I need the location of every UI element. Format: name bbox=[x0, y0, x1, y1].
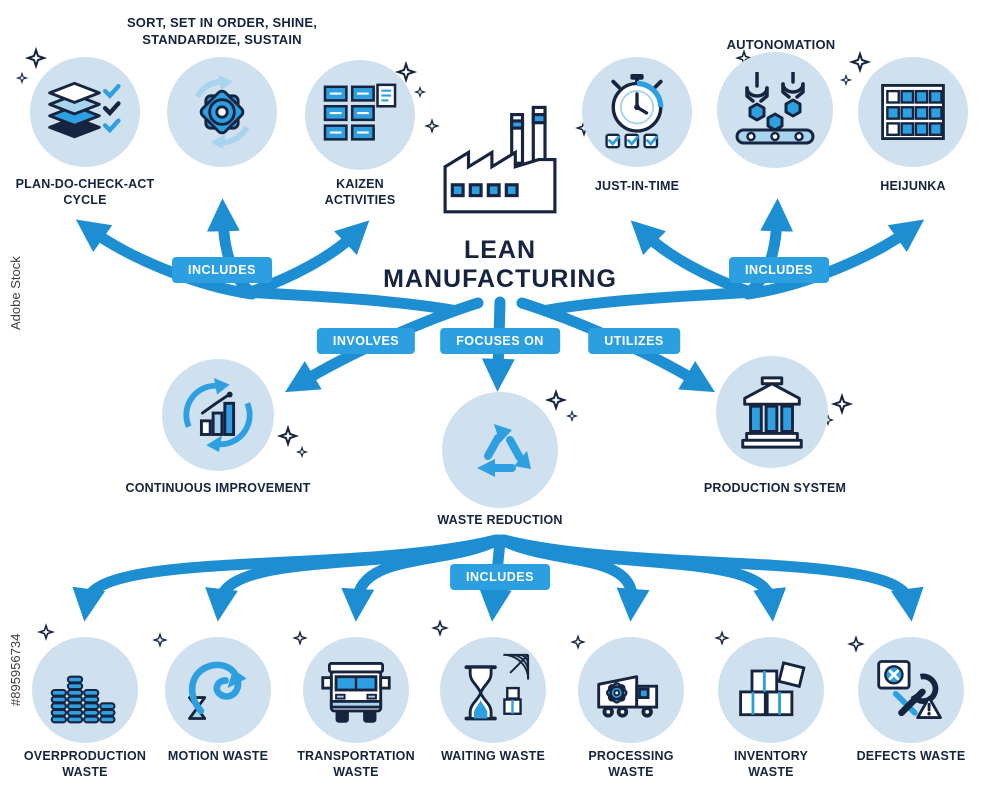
watermark-id: #895956734 bbox=[8, 633, 23, 706]
watermark-stock: Adobe Stock bbox=[8, 256, 23, 330]
continuous-improvement-node bbox=[162, 359, 274, 471]
boxes-icon bbox=[739, 661, 806, 717]
utilizes-badge: UTILIZES bbox=[588, 328, 680, 354]
production-system-label: PRODUCTION SYSTEM bbox=[703, 481, 847, 495]
stacked-goods-icon bbox=[50, 675, 116, 724]
includes-right-badge: INCLUDES bbox=[729, 257, 829, 283]
just-in-time-label: JUST-IN-TIME bbox=[594, 179, 680, 193]
diagram-title: LEAN MANUFACTURING bbox=[383, 236, 617, 293]
overproduction-label: OVERPRODUCTION WASTE bbox=[23, 749, 147, 780]
truck-icon bbox=[321, 661, 391, 723]
recycle-icon bbox=[477, 424, 531, 477]
processing-node bbox=[578, 637, 684, 743]
stopwatch-icon bbox=[605, 74, 664, 149]
processing-label: PROCESSING WASTE bbox=[588, 749, 674, 780]
just-in-time-node bbox=[582, 57, 692, 167]
autonomation-node bbox=[717, 52, 833, 168]
production-system-node bbox=[716, 356, 828, 468]
waiting-label: WAITING WASTE bbox=[441, 749, 545, 763]
kaizen-node bbox=[305, 60, 415, 170]
includes-bottom-badge: INCLUDES bbox=[450, 564, 550, 590]
production-building-icon bbox=[741, 376, 803, 449]
motion-node bbox=[165, 637, 271, 743]
heijunka-label: HEIJUNKA bbox=[880, 179, 946, 193]
autonomation-heading: AUTONOMATION bbox=[726, 37, 836, 52]
inventory-node bbox=[718, 637, 824, 743]
arrow-left-trunk bbox=[242, 286, 458, 316]
leveling-grid-icon bbox=[881, 83, 945, 141]
motion-label: MOTION WASTE bbox=[167, 749, 269, 763]
five-s-gear-icon bbox=[194, 74, 250, 150]
pdca-node bbox=[30, 57, 140, 167]
motion-swirl-icon bbox=[188, 661, 247, 720]
inventory-label: INVENTORY WASTE bbox=[733, 749, 809, 780]
robotic-arms-icon bbox=[735, 72, 815, 145]
defects-node bbox=[858, 637, 964, 743]
arrow-to-jit bbox=[630, 220, 756, 298]
arrow-to-pdca bbox=[75, 219, 258, 300]
arrow-to-defects bbox=[498, 534, 924, 622]
hourglass-web-icon bbox=[464, 653, 530, 721]
kaizen-label: KAIZEN ACTIVITIES bbox=[324, 177, 396, 208]
overproduction-node bbox=[32, 637, 138, 743]
waste-reduction-node bbox=[442, 392, 558, 508]
factory-icon bbox=[443, 105, 557, 214]
transportation-label: TRANSPORTATION WASTE bbox=[297, 749, 415, 780]
five-s-node bbox=[167, 57, 277, 167]
waiting-node bbox=[440, 637, 546, 743]
defect-tools-icon bbox=[877, 660, 942, 719]
arrow-right-trunk bbox=[542, 286, 758, 316]
involves-badge: INVOLVES bbox=[316, 328, 416, 354]
focuses-on-badge: FOCUSES ON bbox=[440, 328, 560, 354]
arrow-to-heijunka bbox=[742, 219, 925, 300]
pdca-label: PLAN-DO-CHECK-ACT CYCLE bbox=[15, 177, 155, 208]
heijunka-node bbox=[858, 57, 968, 167]
continuous-improvement-label: CONTINUOUS IMPROVEMENT bbox=[125, 481, 311, 495]
arrow-to-kaizen bbox=[244, 220, 370, 298]
five-s-heading: SORT, SET IN ORDER, SHINE, STANDARDIZE, … bbox=[126, 15, 318, 48]
factory-node bbox=[433, 102, 568, 224]
kaizen-boards-icon bbox=[323, 83, 397, 141]
waste-reduction-label: WASTE REDUCTION bbox=[437, 513, 563, 527]
arrow-to-transportation bbox=[341, 534, 504, 622]
pdca-layers-icon bbox=[48, 81, 121, 139]
garbage-truck-icon bbox=[597, 675, 659, 718]
improvement-chart-icon bbox=[183, 377, 253, 453]
includes-left-badge: INCLUDES bbox=[172, 257, 272, 283]
defects-label: DEFECTS WASTE bbox=[856, 749, 966, 763]
transportation-node bbox=[303, 637, 409, 743]
